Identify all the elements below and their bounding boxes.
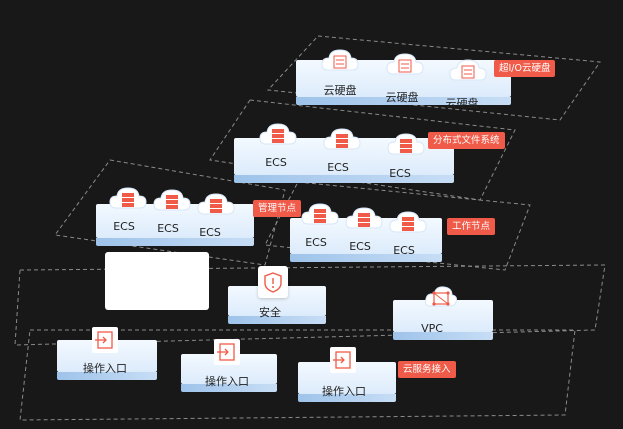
login-icon	[214, 339, 240, 365]
ecs-label: ECS	[389, 167, 411, 180]
ecs-server-icon	[388, 206, 428, 236]
tag-cloud-access: 云服务接入	[398, 361, 456, 378]
ecs-server-icon	[322, 123, 362, 153]
vpc-network-icon	[424, 284, 458, 318]
shield-icon	[258, 266, 288, 298]
tag-mgmt-node: 管理节点	[253, 200, 302, 217]
tag-distributed-fs: 分布式文件系统	[428, 132, 505, 149]
ecs-server-icon	[196, 188, 236, 218]
ecs-server-icon	[386, 128, 426, 158]
ecs-label: ECS	[265, 156, 287, 169]
ecs-label: ECS	[349, 240, 371, 253]
cloud-disk-icon	[320, 44, 360, 74]
ecs-label: ECS	[199, 226, 221, 239]
disk-label: 云硬盘	[323, 84, 357, 97]
login-icon	[92, 327, 118, 353]
ecs-server-icon	[258, 118, 298, 148]
cloud-disk-icon	[385, 48, 425, 78]
entry-label: 操作入口	[83, 362, 127, 375]
tag-io-disk: 超I/O云硬盘	[494, 60, 556, 77]
login-icon	[330, 347, 356, 373]
ecs-label: ECS	[305, 236, 327, 249]
ecs-label: ECS	[327, 161, 349, 174]
disk-label: 云硬盘	[385, 91, 419, 104]
ecs-label: ECS	[113, 220, 135, 233]
ecs-server-icon	[300, 198, 340, 228]
disk-label: 云硬盘	[445, 97, 479, 110]
cloud-disk-icon	[448, 54, 488, 84]
ecs-server-icon	[344, 202, 384, 232]
tag-work-node: 工作节点	[447, 218, 496, 235]
ecs-server-icon	[108, 182, 148, 212]
entry-label: 操作入口	[205, 375, 249, 388]
ecs-label: ECS	[393, 244, 415, 257]
ecs-label: ECS	[157, 222, 179, 235]
entry-platform	[57, 340, 157, 380]
vpc-label: VPC	[421, 322, 443, 335]
ecs-server-icon	[152, 184, 192, 214]
security-label: 安全	[259, 306, 281, 319]
blank-panel	[105, 252, 209, 310]
entry-label: 操作入口	[322, 385, 366, 398]
